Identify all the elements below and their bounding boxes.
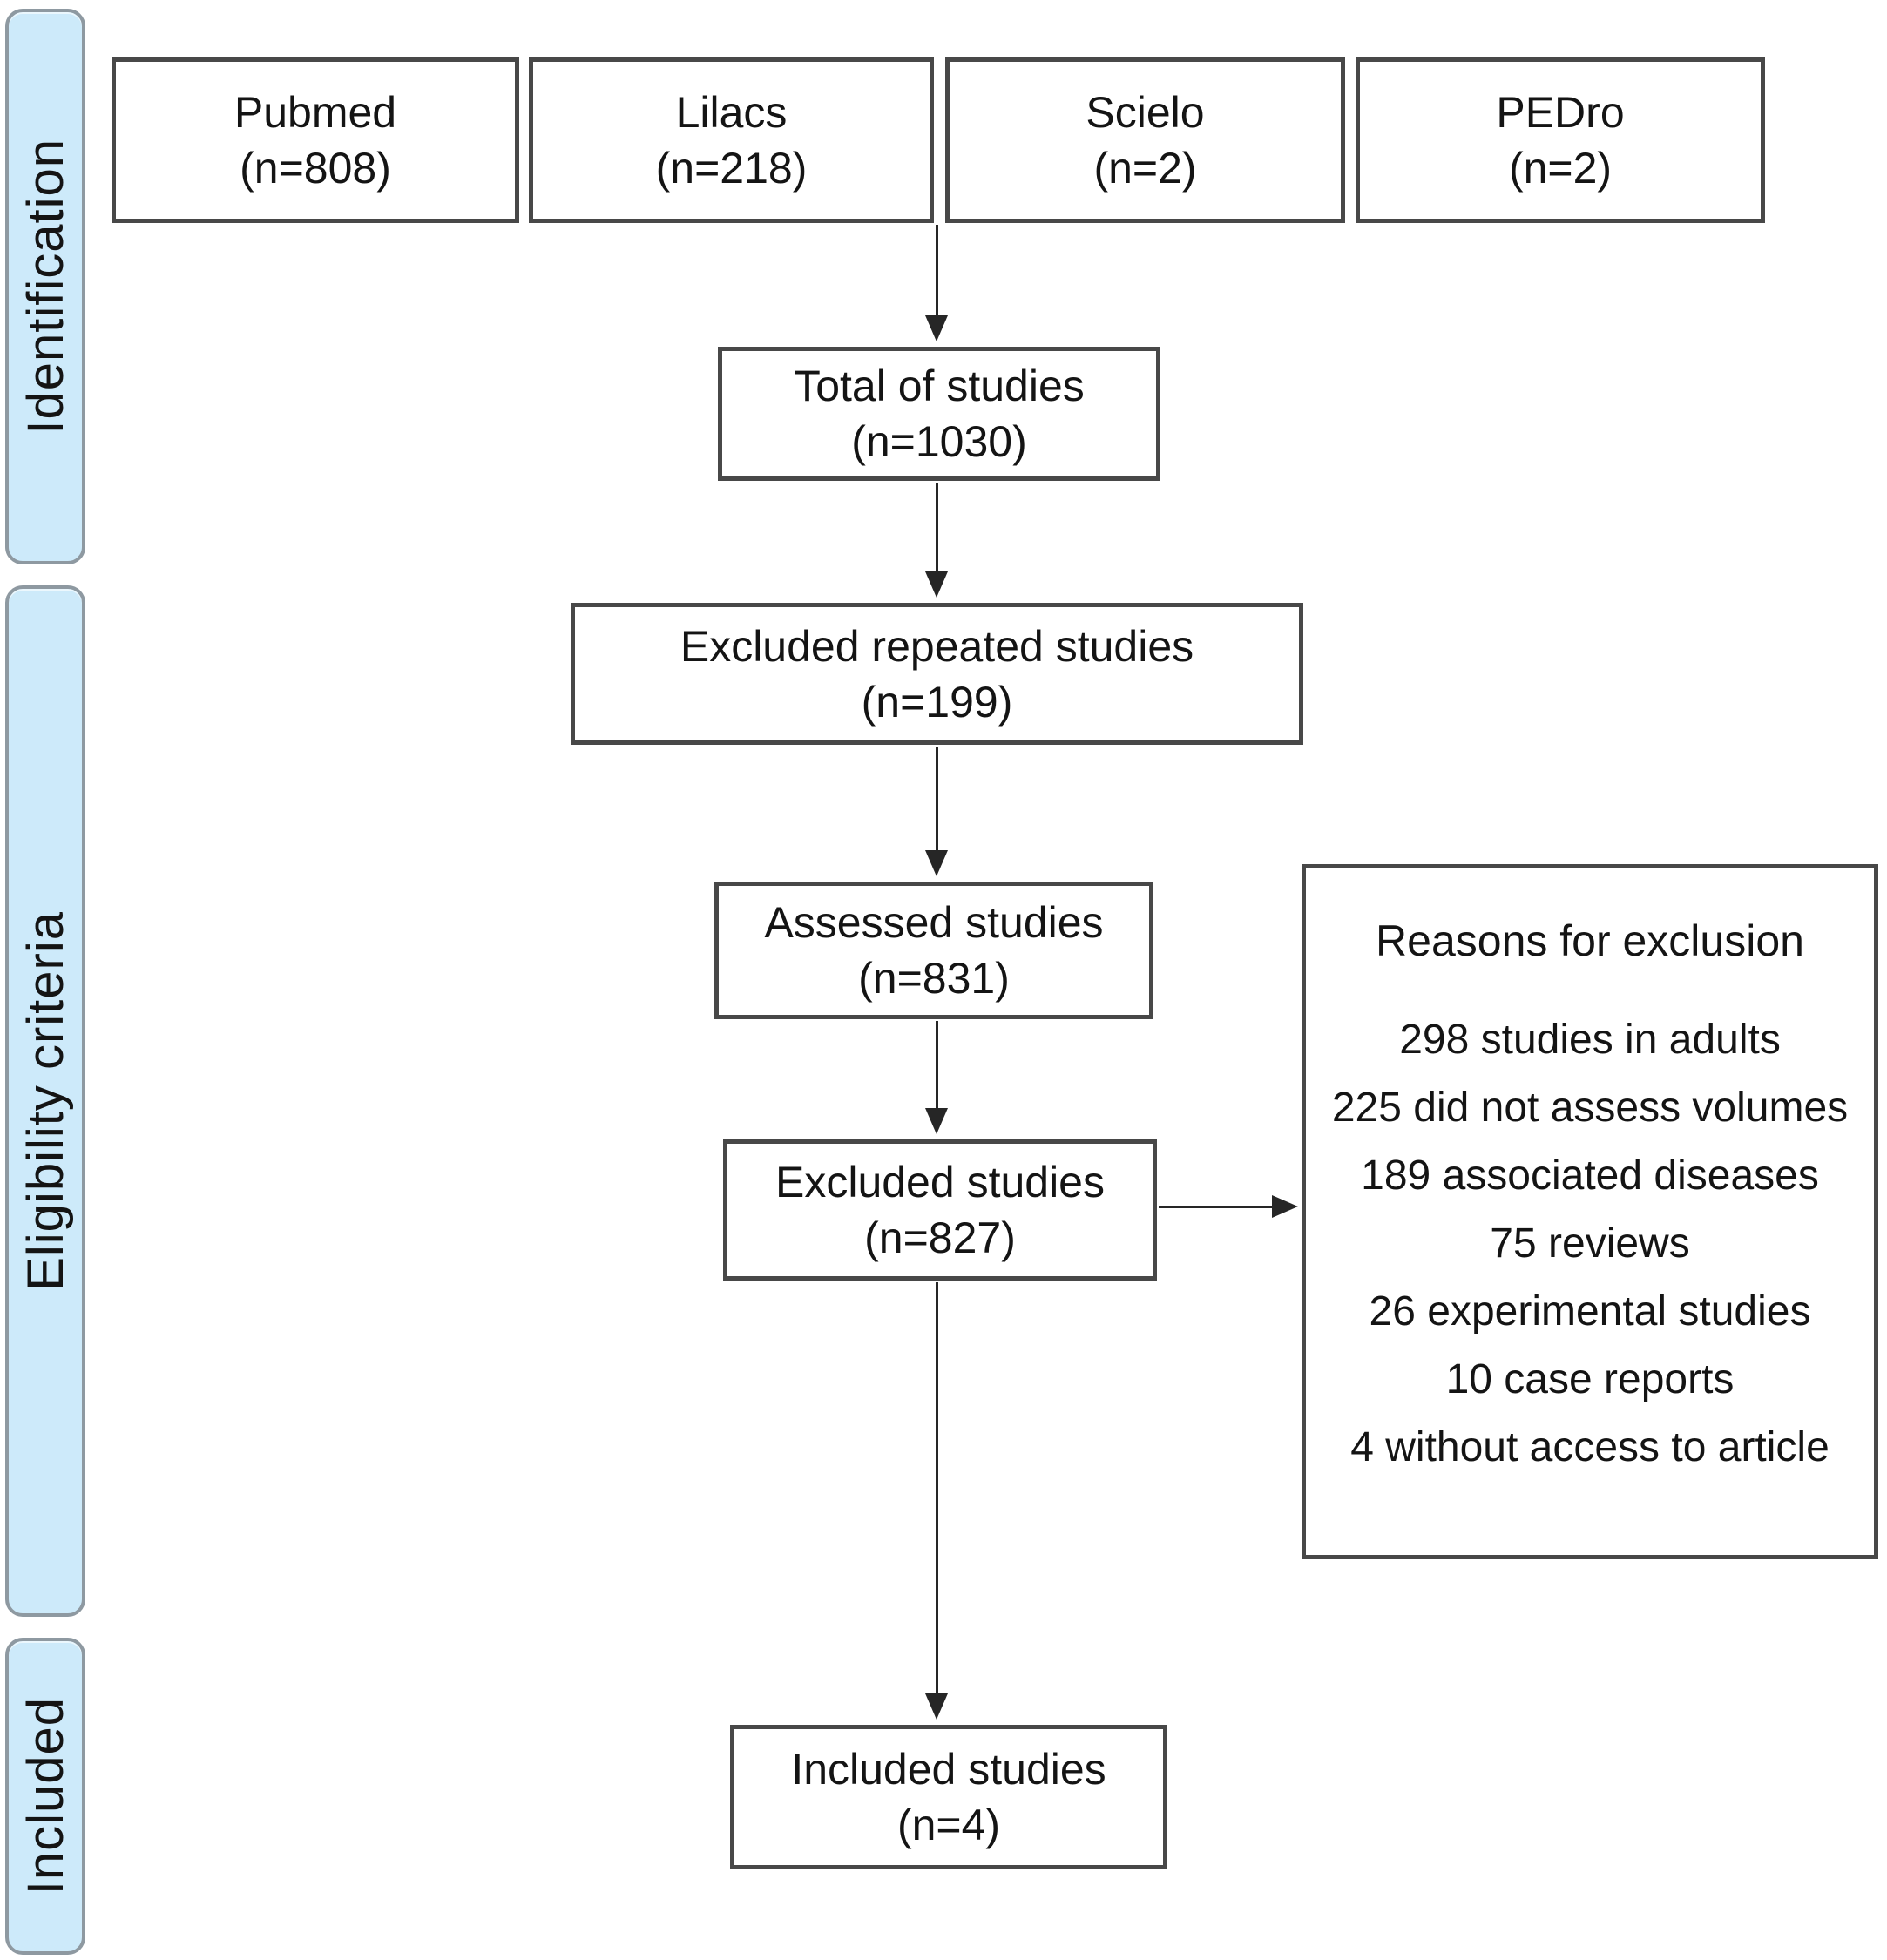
connector-total-to-excluded-repeated <box>936 483 938 571</box>
node-title: Excluded repeated studies <box>680 621 1194 671</box>
source-box-scielo: Scielo (n=2) <box>945 57 1345 223</box>
node-included-studies: Included studies (n=4) <box>730 1725 1167 1869</box>
stage-band-included: Included <box>5 1638 85 1955</box>
node-assessed-studies: Assessed studies (n=831) <box>714 882 1153 1019</box>
reason-item: 225 did not assess volumes <box>1331 1085 1849 1131</box>
reason-item: 4 without access to article <box>1350 1424 1830 1470</box>
node-excluded-studies: Excluded studies (n=827) <box>723 1139 1157 1281</box>
source-box-pubmed: Pubmed (n=808) <box>112 57 519 223</box>
source-name: Lilacs <box>675 88 788 137</box>
connector-excluded-repeated-to-assessed <box>936 747 938 850</box>
source-count: (n=808) <box>240 144 391 193</box>
arrow-down-icon <box>925 850 948 876</box>
stage-label-eligibility-criteria: Eligibility criteria <box>17 911 74 1291</box>
node-total-of-studies: Total of studies (n=1030) <box>718 347 1160 481</box>
reason-item: 189 associated diseases <box>1361 1152 1819 1199</box>
reasons-title: Reasons for exclusion <box>1376 916 1804 965</box>
source-count: (n=2) <box>1093 144 1197 193</box>
node-title: Total of studies <box>794 362 1085 410</box>
connector-sources-to-total <box>936 225 938 315</box>
arrow-right-icon <box>1272 1195 1298 1218</box>
panel-reasons-for-exclusion: Reasons for exclusion 298 studies in adu… <box>1302 864 1878 1559</box>
connector-excluded-to-reasons <box>1159 1206 1272 1208</box>
source-box-pedro: PEDro (n=2) <box>1356 57 1765 223</box>
stage-band-identification: Identification <box>5 9 85 564</box>
stage-band-eligibility-criteria: Eligibility criteria <box>5 585 85 1617</box>
node-title: Included studies <box>791 1745 1106 1794</box>
connector-assessed-to-excluded <box>936 1021 938 1108</box>
node-count: (n=1030) <box>851 417 1027 466</box>
source-name: PEDro <box>1496 88 1625 137</box>
node-count: (n=4) <box>896 1801 1001 1849</box>
stage-label-identification: Identification <box>17 139 74 435</box>
reason-item: 75 reviews <box>1490 1220 1690 1267</box>
node-title: Assessed studies <box>764 898 1104 947</box>
node-excluded-repeated-studies: Excluded repeated studies (n=199) <box>571 603 1303 745</box>
node-title: Excluded studies <box>774 1158 1105 1206</box>
source-name: Pubmed <box>233 88 397 137</box>
stage-label-included: Included <box>17 1697 74 1896</box>
reason-item: 298 studies in adults <box>1399 1017 1781 1063</box>
source-count: (n=218) <box>655 144 808 193</box>
arrow-down-icon <box>925 571 948 598</box>
node-count: (n=827) <box>864 1213 1016 1262</box>
node-count: (n=831) <box>858 954 1010 1003</box>
arrow-down-icon <box>925 1108 948 1134</box>
node-count: (n=199) <box>861 677 1013 727</box>
arrow-down-icon <box>925 1693 948 1720</box>
reason-item: 26 experimental studies <box>1369 1288 1811 1335</box>
connector-excluded-to-included <box>936 1282 938 1693</box>
reason-item: 10 case reports <box>1445 1356 1735 1402</box>
source-name: Scielo <box>1086 88 1205 137</box>
source-box-lilacs: Lilacs (n=218) <box>529 57 934 223</box>
arrow-down-icon <box>925 315 948 341</box>
source-count: (n=2) <box>1508 144 1613 193</box>
